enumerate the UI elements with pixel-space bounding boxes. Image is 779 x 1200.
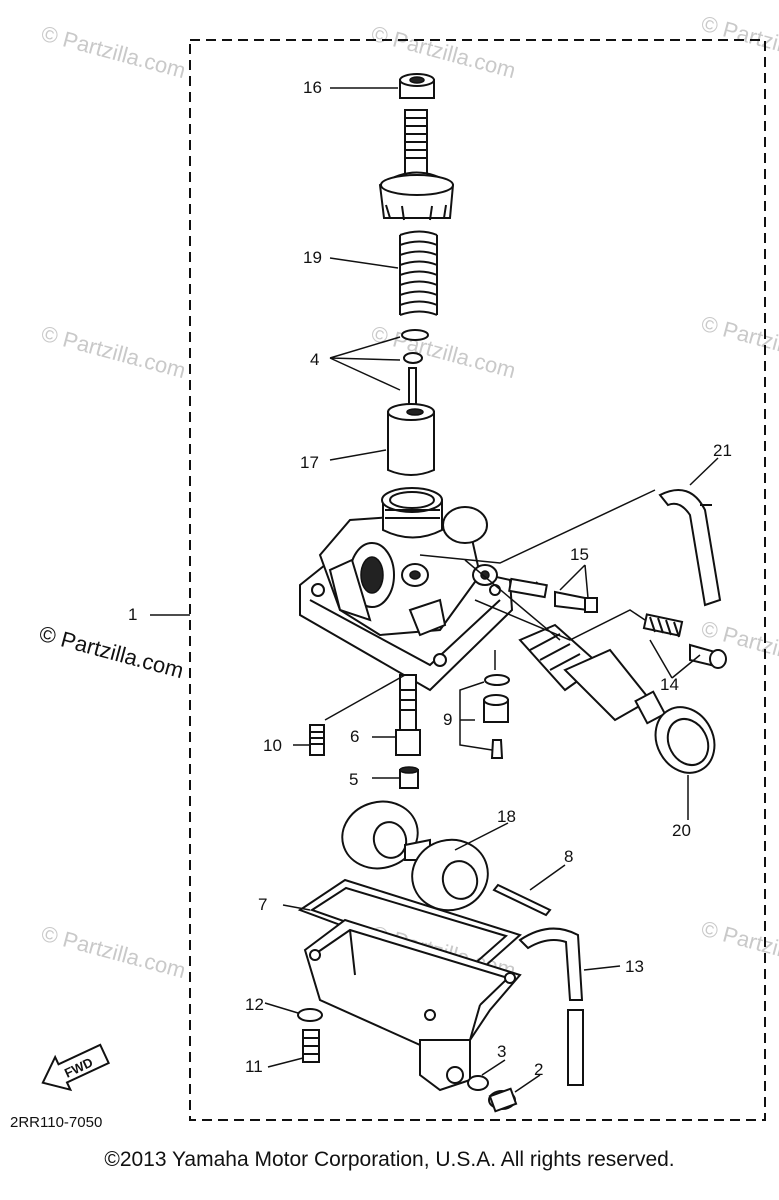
part-5-main-jet [399,766,419,789]
callout-12: 12 [245,995,264,1014]
callout-3: 3 [497,1042,506,1061]
part-16-nut [399,73,435,99]
partzilla-watermark: © Partzilla.com [37,621,187,684]
assembly-border [189,39,766,1121]
callout-20: 20 [672,821,691,840]
part-11-screw [302,1029,320,1063]
part-1-carburetor-body [299,487,514,692]
callouts: 16 19 4 17 1 21 15 14 10 6 5 9 20 18 8 7… [128,78,732,1079]
copyright-notice: ©2013 Yamaha Motor Corporation, U.S.A. A… [104,1148,675,1171]
callout-18: 18 [497,807,516,826]
callout-16: 16 [303,78,322,97]
part-17-throttle-valve [387,403,435,476]
fwd-arrow: FWD [41,1043,110,1092]
watermark: © Partzilla.com [699,311,779,374]
part-14-throttle-screw [642,613,727,669]
part-9-float-valve [483,674,510,759]
watermark: © Partzilla.com [369,321,519,384]
watermark: © Partzilla.com [699,616,779,679]
part-21-hose [658,489,722,607]
callout-2: 2 [534,1060,543,1079]
part-3-gasket [467,1075,489,1091]
callout-15: 15 [570,545,589,564]
part-19-spring [399,230,438,316]
part-20-starter-plunger [518,623,716,774]
callout-17: 17 [300,453,319,472]
callout-11: 11 [245,1057,263,1076]
callout-8: 8 [564,847,573,866]
watermark: © Partzilla.com [39,321,189,384]
float-chamber [303,918,522,1092]
watermark: © Partzilla.com [699,11,779,74]
callout-4: 4 [310,350,319,369]
leader-lines [150,87,719,1093]
callout-13: 13 [625,957,644,976]
part-13-drain-hose [518,927,584,1086]
callout-14: 14 [660,675,679,694]
callout-10: 10 [263,736,282,755]
part-2-drain-screw [488,1087,518,1113]
diagram-code: 2RR110-7050 [10,1114,102,1131]
callout-19: 19 [303,248,322,267]
mixing-chamber-top [378,109,455,221]
part-18-float [341,800,489,912]
callout-21: 21 [713,441,732,460]
watermark: © Partzilla.com [39,921,189,984]
watermark: © Partzilla.com [39,21,189,84]
part-15-pilot-screw [508,577,598,613]
watermark: © Partzilla.com [369,21,519,84]
callout-5: 5 [349,770,358,789]
callout-1: 1 [128,605,137,624]
part-6-needle-jet [395,674,421,756]
callout-6: 6 [350,727,359,746]
part-8-float-pin [492,883,552,917]
watermark: © Partzilla.com [699,916,779,979]
part-12-washer [297,1008,323,1022]
callout-9: 9 [443,710,452,729]
callout-7: 7 [258,895,267,914]
part-10-screw [309,724,325,756]
